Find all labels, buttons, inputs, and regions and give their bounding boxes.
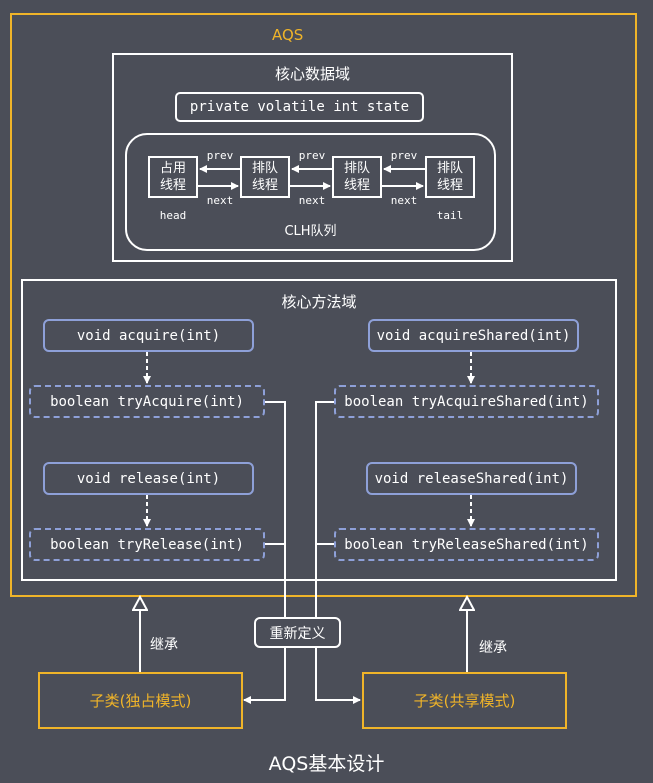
subclass-shared-box: 子类(共享模式) xyxy=(362,672,567,729)
try-release-shared-method: boolean tryReleaseShared(int) xyxy=(334,528,599,561)
redefine-label: 重新定义 xyxy=(254,617,341,648)
prev-label-3: prev xyxy=(390,149,418,162)
tail-label: tail xyxy=(436,209,464,222)
clh-queue-frame xyxy=(125,133,496,251)
subclass-exclusive-box: 子类(独占模式) xyxy=(38,672,243,729)
method-domain-frame xyxy=(21,279,617,581)
acquire-method: void acquire(int) xyxy=(43,319,254,352)
acquire-shared-method: void acquireShared(int) xyxy=(368,319,579,352)
clh-queue-label: CLH队列 xyxy=(284,223,337,239)
release-method: void release(int) xyxy=(43,462,254,495)
diagram-caption: AQS基本设计 xyxy=(268,752,385,775)
clh-node-2: 排队 线程 xyxy=(240,156,290,198)
head-label: head xyxy=(159,209,187,222)
prev-label-1: prev xyxy=(206,149,234,162)
release-shared-method: void releaseShared(int) xyxy=(366,462,577,495)
inherit-label-right: 继承 xyxy=(479,640,507,656)
state-field: private volatile int state xyxy=(175,92,424,122)
next-label-1: next xyxy=(206,194,234,207)
prev-label-2: prev xyxy=(298,149,326,162)
aqs-frame xyxy=(10,13,637,597)
redefine-line-right xyxy=(315,401,361,704)
clh-node-3: 排队 线程 xyxy=(332,156,382,198)
clh-node-tail: 排队 线程 xyxy=(425,156,475,198)
try-acquire-shared-method: boolean tryAcquireShared(int) xyxy=(334,385,599,418)
clh-node-head: 占用 线程 xyxy=(148,156,198,198)
next-label-3: next xyxy=(390,194,418,207)
try-acquire-method: boolean tryAcquire(int) xyxy=(29,385,265,418)
aqs-label: AQS xyxy=(272,26,304,44)
method-domain-title: 核心方法域 xyxy=(281,292,357,311)
try-release-method: boolean tryRelease(int) xyxy=(29,528,265,561)
data-domain-title: 核心数据域 xyxy=(274,64,350,83)
inherit-label-left: 继承 xyxy=(150,637,178,653)
data-domain-frame xyxy=(112,53,513,262)
next-label-2: next xyxy=(298,194,326,207)
redefine-line-left xyxy=(243,401,286,704)
